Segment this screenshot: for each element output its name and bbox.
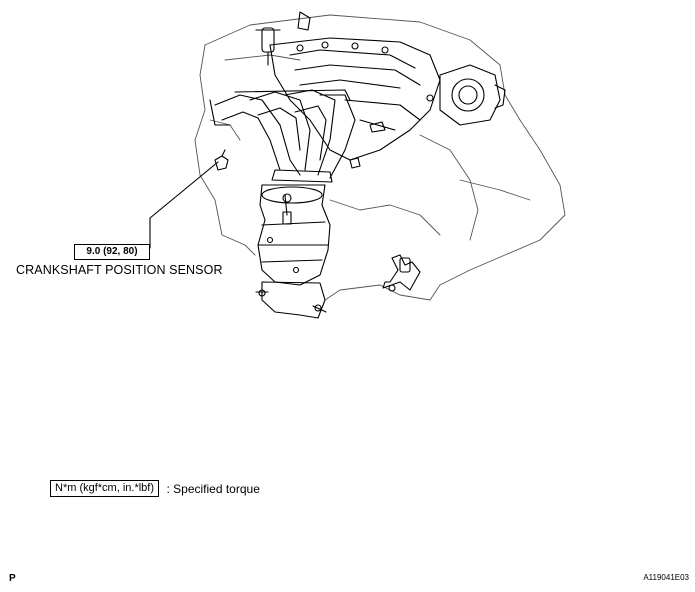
torque-unit-box: N*m (kgf*cm, in.*lbf)	[50, 480, 160, 498]
sensor-bracket	[382, 254, 421, 292]
exhaust-manifold	[209, 89, 356, 183]
crankshaft-position-sensor-label: CRANKSHAFT POSITION SENSOR	[16, 263, 223, 277]
manifold-bolts	[349, 94, 434, 169]
intake-manifold	[269, 37, 441, 161]
throttle-body	[439, 64, 506, 126]
crankshaft-sensor-bolt	[214, 149, 229, 171]
figure-id: A119041E03	[643, 573, 689, 582]
torque-callout-box: 9.0 (92, 80)	[74, 244, 150, 260]
ignition-coil	[255, 11, 311, 66]
torque-legend-description: : Specified torque	[166, 481, 260, 496]
leader-line	[149, 161, 219, 249]
page-code: P	[9, 573, 16, 584]
torque-legend: N*m (kgf*cm, in.*lbf) : Specified torque	[50, 480, 260, 498]
exhaust-flange	[255, 281, 327, 319]
catalytic-converter	[257, 184, 331, 286]
engine-block-outline	[194, 14, 566, 301]
